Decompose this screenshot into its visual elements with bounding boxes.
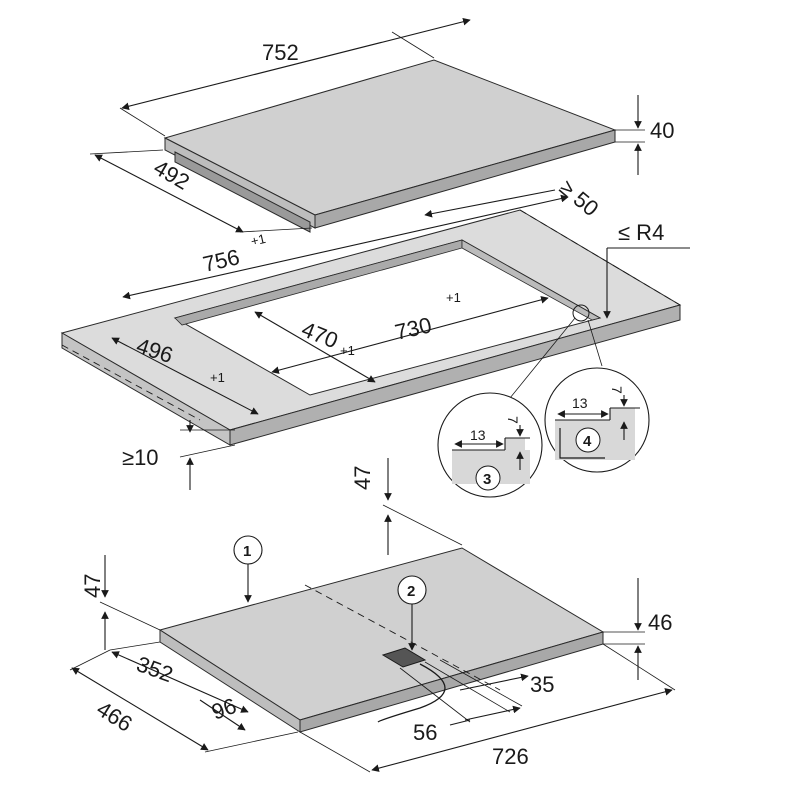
detail-4-width: 13 [572, 395, 588, 411]
underside-offset-96: 96 [208, 693, 240, 725]
detail-4-height: 7 [609, 386, 625, 394]
detail-3-width: 13 [470, 427, 486, 443]
inner-length-label: 730 [393, 312, 434, 345]
cutout-length-tolerance: +1 [249, 231, 267, 249]
inner-length-tolerance: +1 [446, 290, 461, 305]
detail-4: 13 7 4 [544, 367, 650, 473]
rear-clearance-label: ≥ 50 [555, 175, 604, 222]
detail-3-height: 7 [505, 416, 521, 424]
underside-offset-35: 35 [530, 672, 554, 697]
callout-2: 2 [407, 583, 415, 600]
hob-width-label: 752 [262, 40, 299, 65]
detail-3: 13 7 3 [437, 392, 543, 498]
underside-depth-352: 352 [133, 651, 176, 687]
underside-length-726: 726 [492, 744, 529, 769]
underside-height-right: 46 [648, 610, 672, 635]
callout-1: 1 [243, 543, 251, 560]
detail-marker-circle [572, 304, 590, 322]
front-clearance-label: ≥10 [122, 445, 159, 470]
connection-box [381, 647, 427, 668]
cutout-width-tolerance: +1 [210, 370, 225, 385]
hob-underside-drawing: 1 2 47 47 46 352 466 96 [69, 458, 676, 773]
detail-3-number: 3 [483, 471, 491, 488]
worktop-cutout-drawing: 756 +1 ≥ 50 ≤ R4 470 +1 730 +1 496 +1 ≥1… [60, 175, 690, 490]
underside-depth-466: 466 [92, 696, 136, 737]
inner-width-label: 470 [298, 316, 341, 353]
underside-offset-56: 56 [413, 720, 437, 745]
underside-height-left: 47 [80, 574, 105, 598]
hob-height-label: 40 [650, 118, 674, 143]
detail-4-number: 4 [583, 433, 592, 450]
corner-radius-label: ≤ R4 [618, 220, 664, 245]
underside-height-top: 47 [350, 466, 375, 490]
